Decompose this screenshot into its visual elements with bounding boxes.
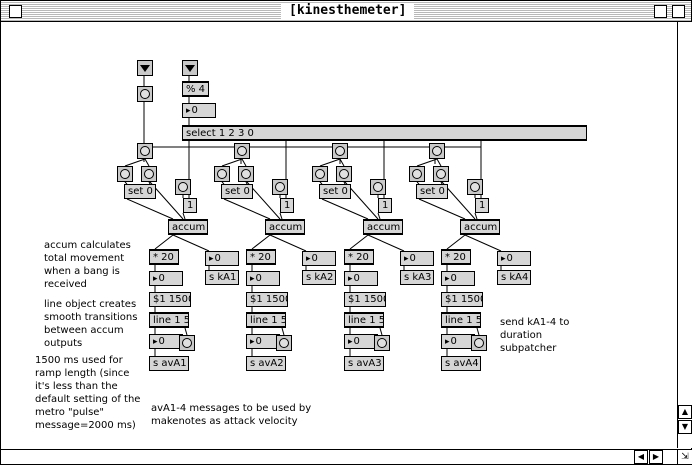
line-number-box-4[interactable]: 0 [441,334,475,349]
set-message-4[interactable]: set 0 [416,184,448,199]
bang-chan-2[interactable] [234,143,250,159]
bang-line-done-4[interactable] [471,335,487,351]
bang-set-4[interactable] [409,166,425,182]
resize-grip-icon[interactable]: ⇲ [677,449,692,464]
ramp-message-1[interactable]: $1 1500 [149,292,191,307]
send-ka-3[interactable]: s kA3 [400,270,434,285]
scroll-up-icon[interactable]: ▲ [678,405,692,419]
ramp-message-3[interactable]: $1 1500 [344,292,386,307]
bang-line-done-1[interactable] [179,335,195,351]
accum-object-3[interactable]: accum [363,219,403,235]
multiply-object-1[interactable]: * 20 [149,249,179,265]
window-title: [kinesthemeter] [281,3,415,19]
set-message-2[interactable]: set 0 [221,184,253,199]
scaled-number-box-1[interactable]: 0 [149,271,183,286]
comment-accum: accum calculates total movement when a b… [44,240,131,290]
line-number-box-2[interactable]: 0 [246,334,280,349]
bang-accum-1[interactable] [141,166,157,182]
bang-set-3[interactable] [312,166,328,182]
counter-number-box[interactable]: 0 [182,103,216,118]
accum-object-1[interactable]: accum [168,219,208,235]
bang-accum-4[interactable] [433,166,449,182]
bang-chan-4[interactable] [429,143,445,159]
one-message-3[interactable]: 1 [378,198,392,213]
send-ka-1[interactable]: s kA1 [205,270,239,285]
ramp-message-4[interactable]: $1 1500 [441,292,483,307]
horizontal-scrollbar[interactable]: ◀ ▶ [1,449,677,464]
scroll-right-icon[interactable]: ▶ [649,450,663,464]
send-ka-2[interactable]: s kA2 [302,270,336,285]
multiply-object-2[interactable]: * 20 [246,249,276,265]
one-message-2[interactable]: 1 [280,198,294,213]
accum-number-box-2[interactable]: 0 [302,251,336,266]
multiply-object-3[interactable]: * 20 [344,249,374,265]
accum-object-2[interactable]: accum [265,219,305,235]
title-bar[interactable]: [kinesthemeter] [1,1,691,22]
line-object-3[interactable]: line 1 5 [344,312,384,328]
line-object-2[interactable]: line 1 5 [246,312,286,328]
one-message-1[interactable]: 1 [183,198,197,213]
bang-one-3[interactable] [370,179,386,195]
comment-ramp: 1500 ms used for ramp length (since it's… [35,355,141,431]
send-ava-2[interactable]: s avA2 [246,356,286,371]
bang-accum-3[interactable] [336,166,352,182]
send-ava-3[interactable]: s avA3 [344,356,384,371]
scaled-number-box-4[interactable]: 0 [441,271,475,286]
collapse-box-icon[interactable] [672,5,685,18]
bang-chan-1[interactable] [137,143,153,159]
line-number-box-1[interactable]: 0 [149,334,183,349]
bang-set-2[interactable] [214,166,230,182]
bang-accum-2[interactable] [238,166,254,182]
scaled-number-box-3[interactable]: 0 [344,271,378,286]
toggle-left[interactable] [137,60,153,76]
line-object-1[interactable]: line 1 5 [149,312,189,328]
bang-top[interactable] [137,86,153,102]
modulo-object[interactable]: % 4 [182,81,209,97]
scroll-left-icon[interactable]: ◀ [634,450,648,464]
accum-number-box-4[interactable]: 0 [497,251,531,266]
bang-line-done-3[interactable] [374,335,390,351]
accum-number-box-3[interactable]: 0 [400,251,434,266]
scroll-down-icon[interactable]: ▼ [678,420,692,434]
set-message-3[interactable]: set 0 [319,184,351,199]
line-number-box-3[interactable]: 0 [344,334,378,349]
bang-line-done-2[interactable] [276,335,292,351]
ramp-message-2[interactable]: $1 1500 [246,292,288,307]
bang-set-1[interactable] [117,166,133,182]
bang-chan-3[interactable] [332,143,348,159]
scaled-number-box-2[interactable]: 0 [246,271,280,286]
comment-send: send kA1-4 to duration subpatcher [500,317,570,354]
bang-one-1[interactable] [175,179,191,195]
accum-object-4[interactable]: accum [460,219,500,235]
select-object[interactable]: select 1 2 3 0 [182,125,587,141]
send-ka-4[interactable]: s kA4 [497,270,531,285]
comment-av: avA1-4 messages to be used by makenotes … [151,403,312,427]
accum-number-box-1[interactable]: 0 [205,251,239,266]
one-message-4[interactable]: 1 [475,198,489,213]
send-ava-4[interactable]: s avA4 [441,356,481,371]
close-box-icon[interactable] [9,5,22,18]
line-object-4[interactable]: line 1 5 [441,312,481,328]
bang-one-4[interactable] [467,179,483,195]
set-message-1[interactable]: set 0 [124,184,156,199]
toggle-right[interactable] [182,60,198,76]
vertical-scrollbar[interactable]: ▲ ▼ [677,22,692,448]
zoom-box-icon[interactable] [654,5,667,18]
bang-one-2[interactable] [272,179,288,195]
multiply-object-4[interactable]: * 20 [441,249,471,265]
send-ava-1[interactable]: s avA1 [149,356,189,371]
comment-line: line object creates smooth transitions b… [44,299,138,349]
